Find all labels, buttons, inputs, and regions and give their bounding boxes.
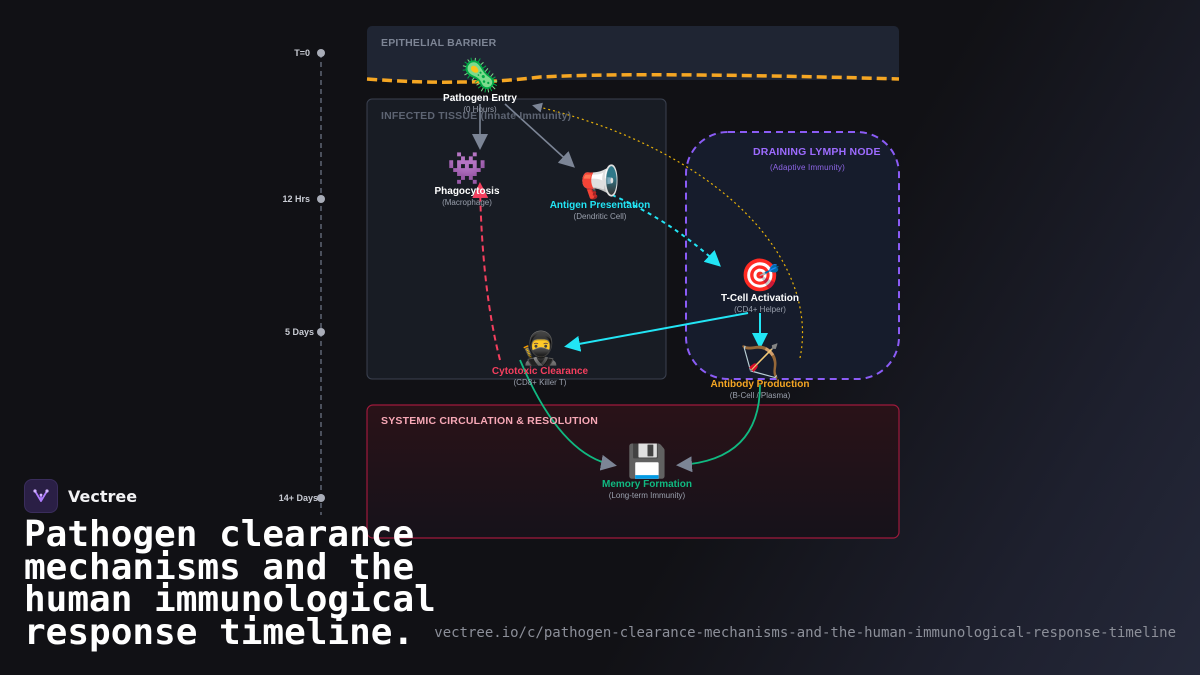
node-antibody-production: 🏹 Antibody Production (B-Cell / Plasma) (711, 343, 810, 401)
brand-name: Vectree (68, 486, 138, 506)
node-subtitle: (B-Cell / Plasma) (729, 391, 791, 400)
lymph-node-sublabel: (Adaptive Immunity) (770, 163, 845, 172)
timeline-dot-5d (317, 328, 325, 336)
node-subtitle: (Dendritic Cell) (573, 212, 627, 221)
arrow-cytotoxic-to-phagocytosis (472, 182, 501, 361)
node-title: Cytotoxic Clearance (491, 366, 589, 377)
node-subtitle: (CD4+ Helper) (734, 305, 786, 314)
arrow-antigen-to-tcell (611, 194, 721, 267)
node-subtitle: (Long-term Immunity) (608, 491, 686, 500)
arrow-antibody-to-memory (676, 384, 761, 473)
node-title: Antigen Presentation (549, 200, 651, 211)
page-headline: Pathogen clearance mechanisms and the hu… (24, 514, 436, 653)
node-title: Memory Formation (601, 479, 693, 490)
node-title: Pathogen Entry (443, 93, 517, 104)
node-subtitle: (Macrophage) (442, 198, 492, 207)
page-url[interactable]: vectree.io/c/pathogen-clearance-mechanis… (434, 625, 1176, 641)
epithelial-barrier-zone (367, 26, 899, 80)
bow-and-arrow-icon: 🏹 (740, 342, 780, 380)
node-antigen-presentation: 📢 Antigen Presentation (Dendritic Cell) (550, 164, 651, 222)
infected-tissue-zone (366, 98, 667, 380)
ninja-icon: 🥷 (520, 329, 560, 367)
node-memory-formation: 💾 Memory Formation (Long-term Immunity) (602, 443, 692, 501)
node-title: T-Cell Activation (721, 293, 799, 304)
vectree-logo-icon (24, 479, 58, 513)
node-title: Phagocytosis (434, 186, 500, 197)
node-phagocytosis: 👾 Phagocytosis (Macrophage) (434, 150, 499, 208)
node-tcell-activation: 🎯 T-Cell Activation (CD4+ Helper) (721, 257, 799, 315)
timeline-label-t0: T=0 (294, 48, 310, 58)
node-pathogen-entry: 🦠 Pathogen Entry (0 Hours) (443, 57, 517, 115)
microbe-icon: 🦠 (460, 56, 500, 94)
node-title: Antibody Production (710, 379, 810, 390)
node-subtitle: (CD8+ Killer T) (513, 378, 567, 387)
systemic-circulation-zone (366, 404, 900, 539)
barrier-line (366, 73, 900, 84)
lymph-node-label: DRAINING LYMPH NODE (753, 146, 881, 158)
arrow-pathogen-to-antigen (504, 103, 575, 168)
timeline-dot-14d (317, 494, 325, 502)
timeline (317, 49, 325, 515)
arrow-cytotoxic-to-memory (519, 359, 617, 471)
timeline-dot-t0 (317, 49, 325, 57)
epithelial-barrier-label: EPITHELIAL BARRIER (381, 37, 497, 49)
megaphone-icon: 📢 (580, 163, 620, 201)
brand: Vectree (24, 479, 137, 513)
infected-tissue-label: INFECTED TISSUE (Innate Immunity) (381, 110, 572, 122)
target-icon: 🎯 (740, 256, 780, 294)
systemic-circulation-label: SYSTEMIC CIRCULATION & RESOLUTION (381, 415, 598, 427)
timeline-dot-12h (317, 195, 325, 203)
arrow-antibody-feedback (532, 102, 804, 359)
alien-monster-icon: 👾 (447, 149, 487, 187)
floppy-disk-icon: 💾 (627, 442, 667, 480)
timeline-label-5d: 5 Days (284, 327, 314, 337)
timeline-label-14d: 14+ Days (278, 493, 318, 503)
lymph-node-zone (685, 131, 900, 380)
timeline-label-12h: 12 Hrs (282, 194, 310, 204)
node-cytotoxic-clearance: 🥷 Cytotoxic Clearance (CD8+ Killer T) (492, 330, 588, 388)
node-subtitle: (0 Hours) (463, 105, 497, 114)
arrow-tcell-to-cytotoxic (564, 312, 749, 352)
